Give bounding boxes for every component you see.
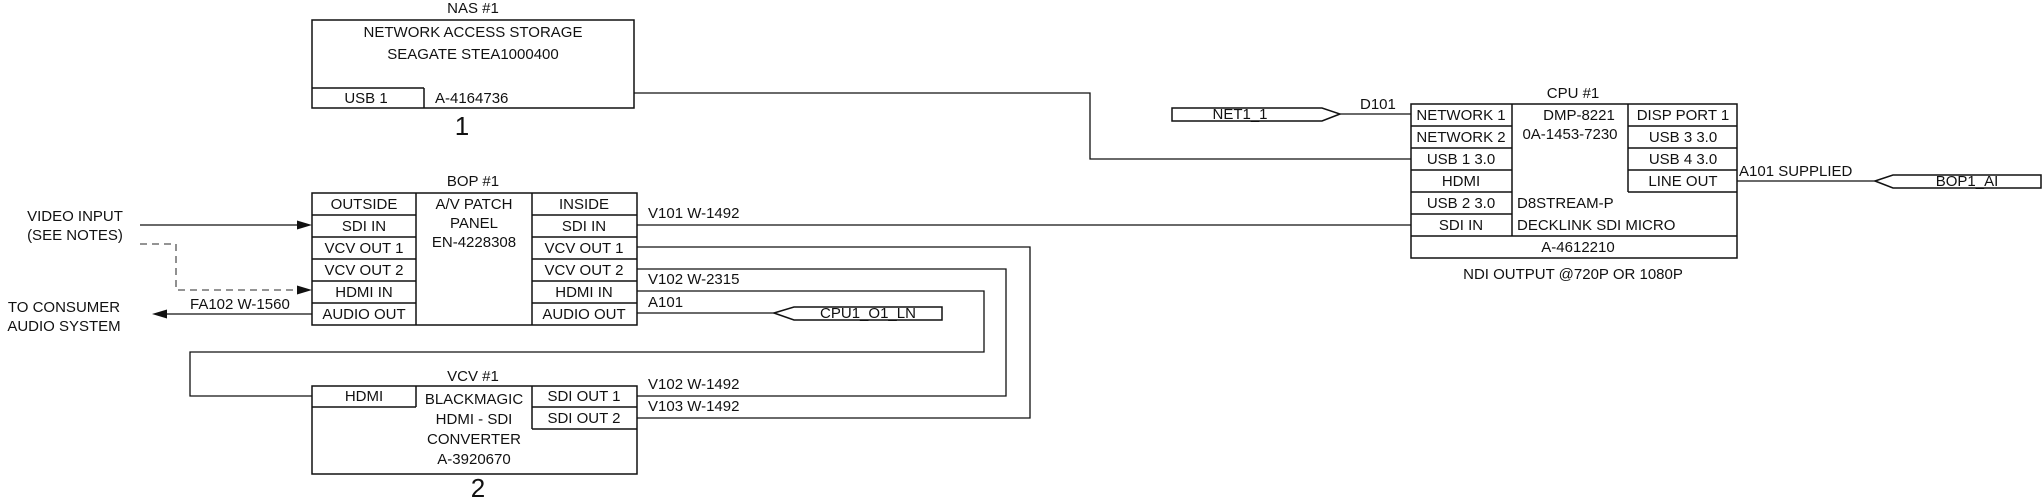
cpu-footer: NDI OUTPUT @720P OR 1080P [1463,266,1683,283]
dashed-input-arrowhead [297,285,312,295]
cpu-usb-3: USB 3 3.0 [1649,129,1717,146]
d101-label: D101 [1360,96,1396,113]
bop-inside-vcv-out-2: VCV OUT 2 [545,262,624,279]
cpu-network-2: NETWORK 2 [1416,129,1505,146]
consumer-arrowhead [152,309,167,319]
fa102-label: FA102 W-1560 [190,296,290,313]
wires: NET1_1 D101 A101 SUPPLIED BOP1_AI V101 W… [7,92,2042,419]
wire-v103 [637,246,1031,419]
bop-center-line1: A/V PATCH [436,196,513,213]
bop-block: BOP #1 OUTSIDE SDI IN VCV OUT 1 VCV OUT … [311,173,638,326]
a101-supplied-label: A101 SUPPLIED [1739,163,1853,180]
bop-outside-vcv-out-1: VCV OUT 1 [325,240,404,257]
nas-asset-tag: A-4164736 [435,90,508,107]
cpu-line-out: LINE OUT [1648,173,1717,190]
bop-outside-audio-out: AUDIO OUT [322,306,405,323]
vcv-center-line3: CONVERTER [427,431,521,448]
nas-block: NAS #1 NETWORK ACCESS STORAGE SEAGATE ST… [311,0,635,141]
v103-label: V103 W-1492 [648,398,739,415]
cpu-disp-port-1: DISP PORT 1 [1637,107,1730,124]
v102a-label: V102 W-2315 [648,271,739,288]
cpu-d8stream: D8STREAM-P [1517,195,1614,212]
v102b-label: V102 W-1492 [648,376,739,393]
bop-inside-hdmi-in: HDMI IN [555,284,613,301]
bop-title: BOP #1 [447,173,499,190]
cpu-usb-4: USB 4 3.0 [1649,151,1717,168]
cpu-usb-1: USB 1 3.0 [1427,151,1495,168]
vcv-hdmi-port: HDMI [345,388,383,405]
bop-outside-vcv-out-2: VCV OUT 2 [325,262,404,279]
vcv-box [311,385,638,475]
nas-title: NAS #1 [447,0,499,17]
net1-1-label: NET1_1 [1212,106,1267,123]
vcv-title: VCV #1 [447,368,499,385]
v101-label: V101 W-1492 [648,205,739,222]
cpu-decklink: DECKLINK SDI MICRO [1517,217,1675,234]
video-input-arrowhead [297,220,312,230]
bop-inside-audio-out: AUDIO OUT [542,306,625,323]
cpu-sdi-in: SDI IN [1439,217,1483,234]
bop-inside-header: INSIDE [559,196,609,213]
cpu-block: CPU #1 NETWORK 1 NETWORK 2 USB 1 3.0 HDM… [1410,85,1738,283]
vcv-center-line2: HDMI - SDI [436,411,513,428]
vcv-sdi-out-2: SDI OUT 2 [547,410,620,427]
bop-inside-sdi-in: SDI IN [562,218,606,235]
video-input-line2: (SEE NOTES) [27,227,123,244]
cpu-serial: 0A-1453-7230 [1522,126,1617,143]
cpu-hdmi: HDMI [1442,173,1480,190]
bop-outside-header: OUTSIDE [331,196,398,213]
bop1-ai-label: BOP1_AI [1936,173,1999,190]
bop-center-line2: PANEL [450,215,498,232]
nas-line1: NETWORK ACCESS STORAGE [364,24,583,41]
cpu-asset: A-4612210 [1541,239,1614,256]
nas-usb-port: USB 1 [344,90,387,107]
nas-box [311,19,635,109]
net1-1-connector [1171,107,1343,122]
cpu1-o1-ln-label: CPU1_O1_LN [820,305,916,322]
cpu-usb-2: USB 2 3.0 [1427,195,1495,212]
nas-number: 1 [455,111,469,141]
bop-inside-vcv-out-1: VCV OUT 1 [545,240,624,257]
wire-v102-w1492 [637,268,1007,397]
wire-v102-w2315 [189,290,985,397]
dashed-alt-input [140,243,298,291]
vcv-number: 2 [471,473,485,502]
wire-nas-to-cpu-usb [634,92,1411,160]
video-input-line1: VIDEO INPUT [27,208,123,225]
vcv-center-line4: A-3920670 [437,451,510,468]
consumer-line2: AUDIO SYSTEM [7,318,120,335]
bop1-ai-connector [1872,174,2042,189]
vcv-center-line1: BLACKMAGIC [425,391,524,408]
vcv-block: VCV #1 HDMI BLACKMAGIC HDMI - SDI CONVER… [311,368,638,502]
cpu-model: DMP-8221 [1543,107,1615,124]
bop-center-line3: EN-4228308 [432,234,516,251]
cpu-title: CPU #1 [1547,85,1600,102]
bop-outside-hdmi-in: HDMI IN [335,284,393,301]
consumer-line1: TO CONSUMER [8,299,120,316]
bop-outside-sdi-in: SDI IN [342,218,386,235]
nas-line2: SEAGATE STEA1000400 [387,46,558,63]
a101-label: A101 [648,294,683,311]
cpu-network-1: NETWORK 1 [1416,107,1505,124]
vcv-sdi-out-1: SDI OUT 1 [547,388,620,405]
cpu1-o1-ln-connector [771,306,943,321]
